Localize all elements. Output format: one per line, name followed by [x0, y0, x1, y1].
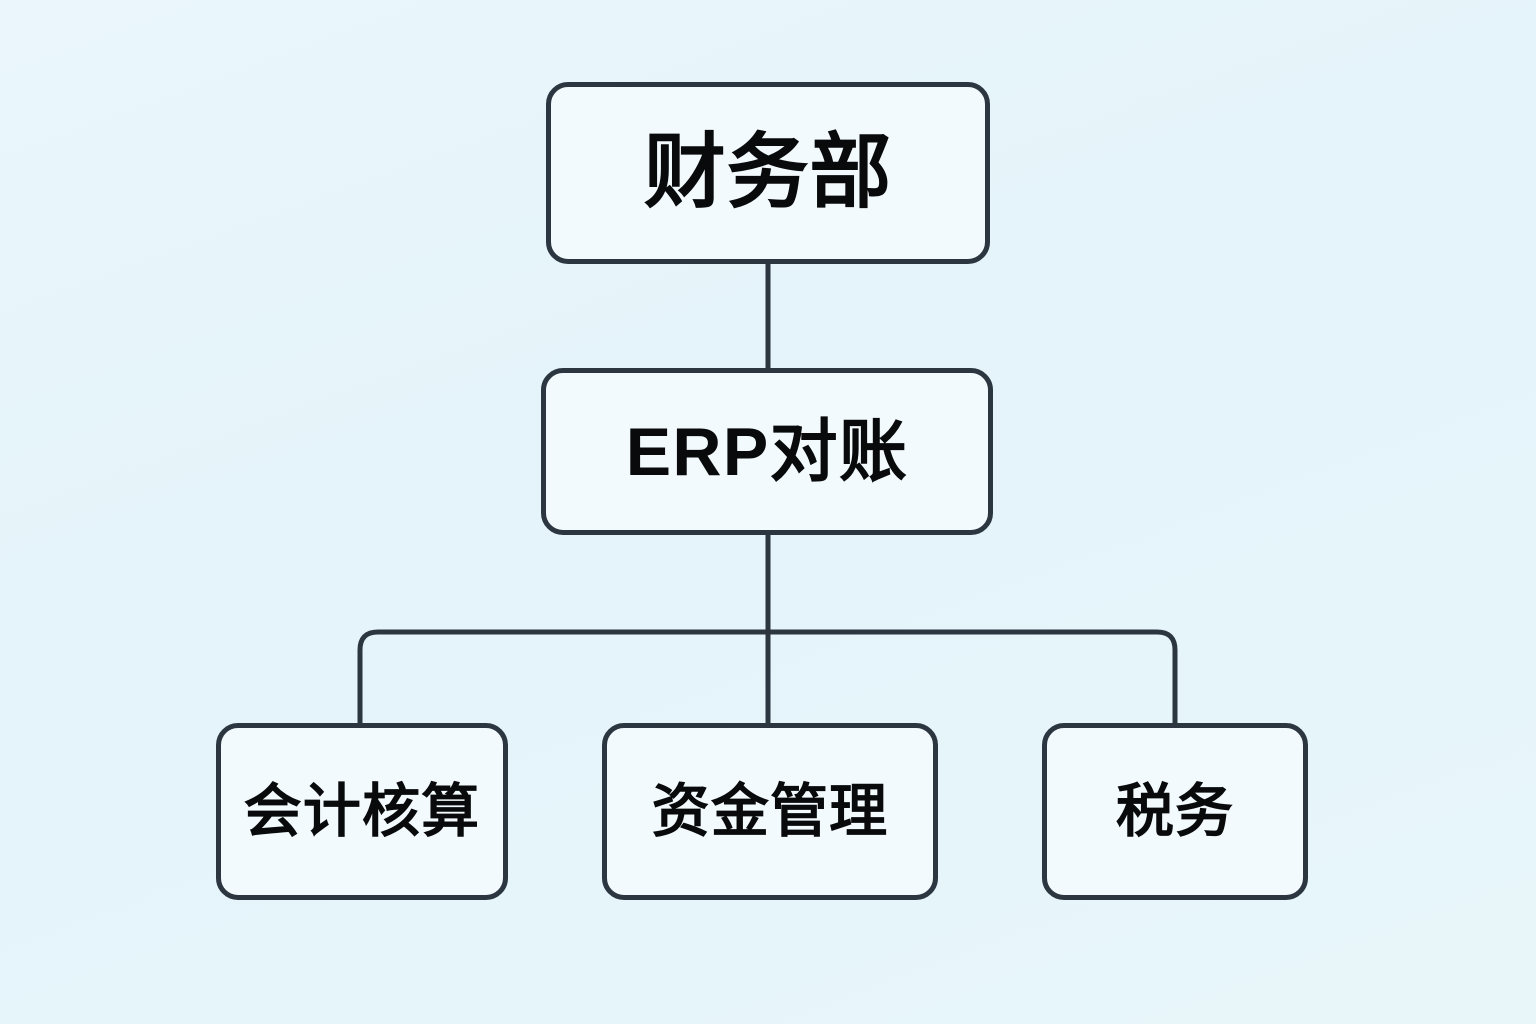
node-fund-management[interactable]: 资金管理: [602, 723, 938, 900]
edge-bus-left: [357, 629, 768, 725]
node-finance-department[interactable]: 财务部: [546, 82, 990, 264]
node-label-erp-reconciliation: ERP对账: [625, 413, 909, 490]
edge-bus-right: [768, 629, 1178, 725]
node-erp-reconciliation[interactable]: ERP对账: [541, 368, 993, 535]
node-label-accounting: 会计核算: [243, 778, 481, 844]
node-tax[interactable]: 税务: [1042, 723, 1308, 900]
node-label-fund-management: 资金管理: [651, 778, 889, 844]
node-label-finance-department: 财务部: [643, 127, 893, 218]
node-accounting[interactable]: 会计核算: [216, 723, 508, 900]
node-label-tax: 税务: [1115, 778, 1235, 844]
